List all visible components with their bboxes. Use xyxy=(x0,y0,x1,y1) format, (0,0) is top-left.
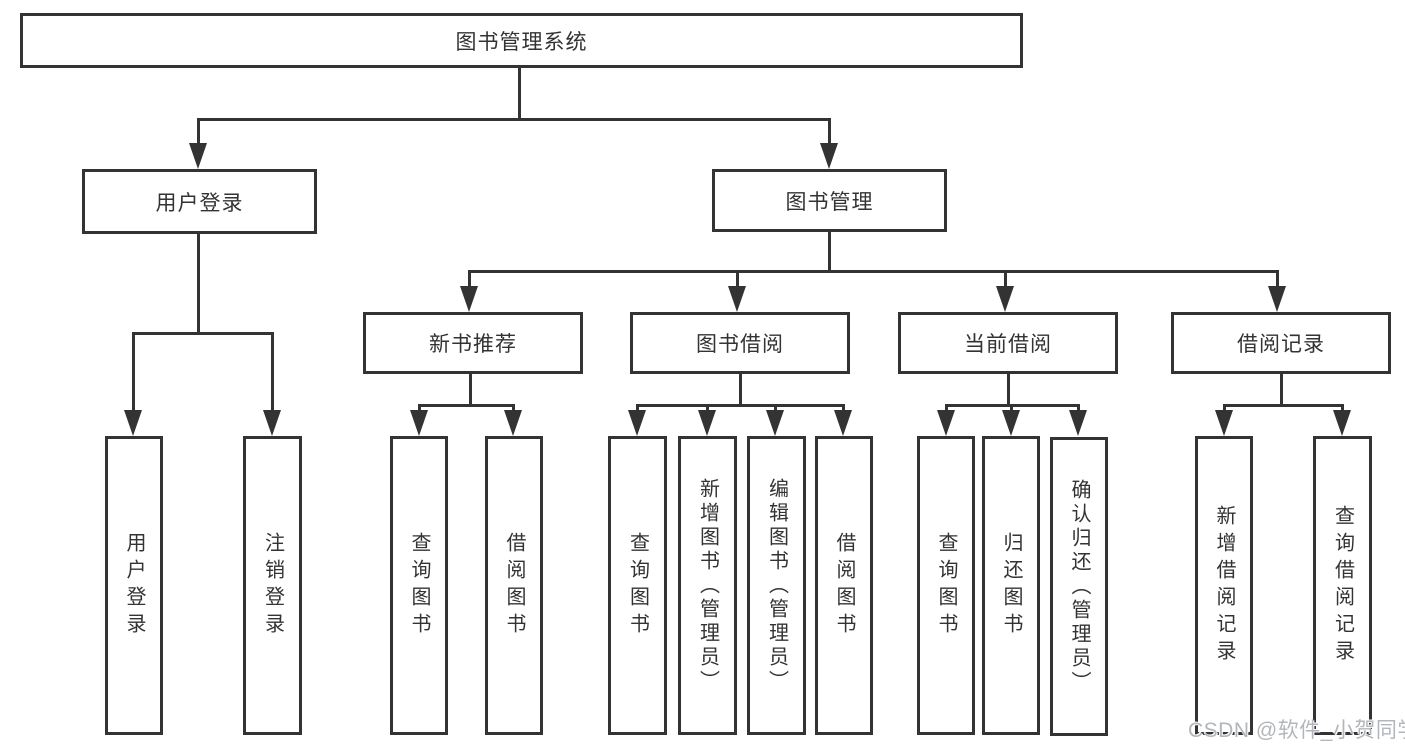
node-current-borrowing: 当前借阅 xyxy=(898,312,1118,374)
node-root-label: 图书管理系统 xyxy=(455,30,588,54)
connector-leaf-stem xyxy=(418,404,421,412)
connector-to-user-login xyxy=(197,118,200,146)
arrow-down-icon xyxy=(1069,410,1087,436)
leaf-query-borrow-record-label: 查询借阅记录 xyxy=(1331,504,1354,667)
arrow-down-icon xyxy=(698,410,716,436)
leaf-borrowing-borrow-books-label: 借阅图书 xyxy=(833,531,855,640)
connector-leaf-stem xyxy=(774,404,777,412)
leaf-return-books-label: 归还图书 xyxy=(1000,531,1022,640)
leaf-user-login: 用户登录 xyxy=(105,436,163,735)
connector-root-rail xyxy=(197,118,831,121)
leaf-current-query-books: 查询图书 xyxy=(917,436,975,735)
connector-new-book-recommend-stem xyxy=(469,374,472,406)
leaf-add-borrow-record-label: 新增借阅记录 xyxy=(1213,504,1235,667)
arrow-down-icon xyxy=(766,410,784,436)
node-book-borrowing-label: 图书借阅 xyxy=(696,333,784,356)
leaf-recommend-query-books: 查询图书 xyxy=(390,436,448,735)
leaf-return-books: 归还图书 xyxy=(982,436,1040,735)
leaf-edit-books-admin: 编辑图书（管理员） xyxy=(747,436,806,735)
leaf-recommend-borrow-books-label: 借阅图书 xyxy=(503,531,525,640)
leaf-confirm-return-admin-label: 确认归还（管理员） xyxy=(1068,478,1090,695)
connector-leaf-stem xyxy=(945,404,948,412)
leaf-add-books-admin-label: 新增图书（管理员） xyxy=(696,477,719,694)
connector-to-leaf-user-login xyxy=(132,332,135,412)
connector-book-management-rail xyxy=(468,270,1278,273)
arrow-down-icon xyxy=(263,410,281,436)
arrow-down-icon xyxy=(189,143,207,169)
connector-root-stem xyxy=(518,68,521,121)
connector-book-management-stem xyxy=(828,232,831,272)
node-book-borrowing: 图书借阅 xyxy=(630,312,850,374)
node-user-login: 用户登录 xyxy=(82,169,317,234)
leaf-edit-books-admin-label: 编辑图书（管理员） xyxy=(765,477,788,694)
arrow-down-icon xyxy=(937,410,955,436)
arrow-down-icon xyxy=(996,286,1014,312)
connector-leaf-stem xyxy=(1341,404,1344,412)
arrow-down-icon xyxy=(820,143,838,169)
connector-new-book-recommend-rail xyxy=(418,404,515,407)
node-book-management: 图书管理 xyxy=(712,169,947,232)
leaf-add-books-admin: 新增图书（管理员） xyxy=(678,436,737,735)
csdn-watermark: CSDN @软件_小贺同学 xyxy=(1188,719,1405,742)
connector-user-login-rail xyxy=(132,332,274,335)
connector-leaf-stem xyxy=(512,404,515,412)
connector-leaf-stem xyxy=(1077,404,1080,412)
leaf-logout: 注销登录 xyxy=(243,436,302,735)
leaf-logout-label: 注销登录 xyxy=(261,531,284,640)
node-root: 图书管理系统 xyxy=(20,13,1023,68)
leaf-borrowing-query-books: 查询图书 xyxy=(608,436,667,735)
connector-to-borrowing-records xyxy=(1276,270,1279,288)
node-user-login-label: 用户登录 xyxy=(155,191,244,215)
leaf-user-login-label: 用户登录 xyxy=(123,531,145,640)
connector-to-book-management xyxy=(828,118,831,146)
arrow-down-icon xyxy=(1002,410,1020,436)
leaf-recommend-borrow-books: 借阅图书 xyxy=(485,436,543,735)
arrow-down-icon xyxy=(124,410,142,436)
node-new-book-recommend-label: 新书推荐 xyxy=(429,333,517,356)
node-borrowing-records-label: 借阅记录 xyxy=(1237,333,1325,356)
leaf-add-borrow-record: 新增借阅记录 xyxy=(1195,436,1253,735)
arrow-down-icon xyxy=(1268,286,1286,312)
leaf-borrowing-borrow-books: 借阅图书 xyxy=(815,436,873,735)
connector-borrowing-records-stem xyxy=(1280,374,1283,406)
connector-to-book-borrowing xyxy=(736,270,739,288)
arrow-down-icon xyxy=(628,410,646,436)
arrow-down-icon xyxy=(460,286,478,312)
connector-leaf-stem xyxy=(1223,404,1226,412)
connector-to-new-book-recommend xyxy=(468,270,471,288)
leaf-recommend-query-books-label: 查询图书 xyxy=(408,531,430,640)
leaf-confirm-return-admin: 确认归还（管理员） xyxy=(1050,437,1108,736)
node-current-borrowing-label: 当前借阅 xyxy=(964,333,1052,356)
connector-leaf-stem xyxy=(706,404,709,412)
connector-current-borrowing-stem xyxy=(1007,374,1010,406)
arrow-down-icon xyxy=(410,410,428,436)
arrow-down-icon xyxy=(834,410,852,436)
leaf-query-borrow-record: 查询借阅记录 xyxy=(1313,436,1372,735)
connector-to-leaf-logout xyxy=(271,332,274,412)
leaf-borrowing-query-books-label: 查询图书 xyxy=(626,531,649,640)
connector-leaf-stem xyxy=(842,404,845,412)
connector-leaf-stem xyxy=(636,404,639,412)
connector-book-borrowing-rail xyxy=(636,404,844,407)
connector-borrowing-records-rail xyxy=(1223,404,1343,407)
connector-to-current-borrowing xyxy=(1004,270,1007,288)
arrow-down-icon xyxy=(504,410,522,436)
node-borrowing-records: 借阅记录 xyxy=(1171,312,1391,374)
connector-book-borrowing-stem xyxy=(739,374,742,406)
node-book-management-label: 图书管理 xyxy=(785,190,874,214)
leaf-current-query-books-label: 查询图书 xyxy=(935,531,957,640)
connector-user-login-stem xyxy=(197,234,200,334)
arrow-down-icon xyxy=(728,286,746,312)
arrow-down-icon xyxy=(1333,410,1351,436)
arrow-down-icon xyxy=(1215,410,1233,436)
node-new-book-recommend: 新书推荐 xyxy=(363,312,583,374)
connector-leaf-stem xyxy=(1010,404,1013,412)
